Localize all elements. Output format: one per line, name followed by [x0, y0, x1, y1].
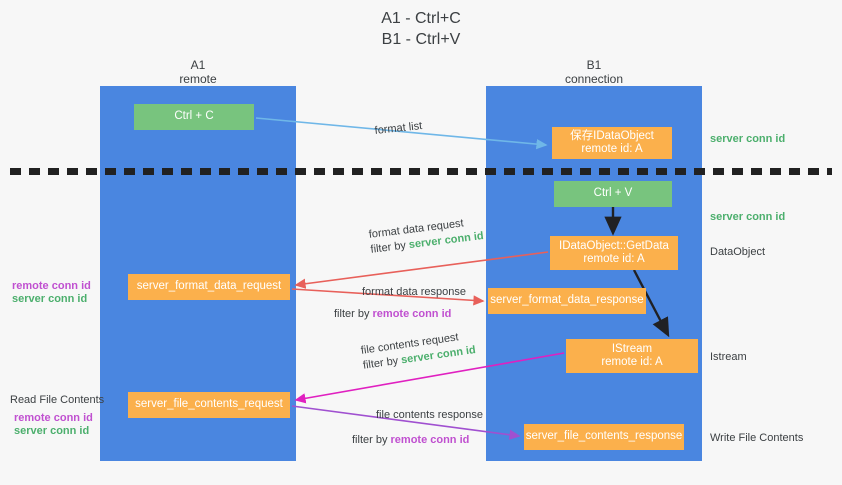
- flow-label-file-contents-response-line1: file contents response: [376, 409, 484, 421]
- arrow-file-contents-request: [294, 352, 565, 404]
- left-label-remote-conn-id-2: remote conn id: [14, 412, 93, 424]
- remote-conn-id-token: remote conn id: [390, 434, 470, 446]
- node-idataobject-getdata-label: IDataObject::GetData: [559, 239, 669, 252]
- arrow-format-list: [255, 117, 548, 150]
- arrow-format-data-request: [294, 251, 549, 289]
- arrow-file-contents-response: [291, 405, 521, 440]
- filter-by-prefix: filter by: [369, 239, 410, 256]
- node-istream-label: IStream: [611, 342, 653, 355]
- lane-header-b1: B1 connection: [494, 58, 694, 86]
- node-save-idataobject[interactable]: 保存IDataObject remote id: A: [552, 127, 672, 159]
- node-idataobject-getdata-sublabel: remote id: A: [583, 253, 645, 265]
- title-line-2: B1 - Ctrl+V: [381, 31, 461, 48]
- right-label-server-conn-id-mid: server conn id: [710, 211, 786, 223]
- arrow-getdata-istream: [632, 269, 670, 338]
- node-ctrl-c-label: Ctrl + C: [174, 110, 214, 123]
- lane-b1-role: connection: [564, 72, 624, 86]
- lane-a1-name: A1: [190, 58, 206, 72]
- filter-by-prefix: filter by: [334, 308, 373, 320]
- node-save-idataobject-sublabel: remote id: A: [581, 143, 643, 155]
- left-label-server-conn-id-2: server conn id: [14, 425, 90, 437]
- right-label-istream: Istream: [710, 351, 747, 363]
- node-server-file-contents-request-label: server_file_contents_request: [135, 398, 283, 411]
- node-ctrl-v-label: Ctrl + V: [593, 187, 633, 200]
- node-server-format-data-response[interactable]: server_format_data_response: [488, 288, 646, 314]
- filter-by-prefix: filter by: [362, 354, 403, 372]
- flow-label-file-contents-response-line2: filter by remote conn id: [352, 423, 483, 448]
- node-ctrl-c[interactable]: Ctrl + C: [134, 104, 254, 130]
- right-label-write-file-contents: Write File Contents: [710, 432, 804, 444]
- node-server-format-data-request[interactable]: server_format_data_request: [128, 274, 290, 300]
- flow-label-file-contents-response: file contents response filter by remote …: [352, 408, 483, 448]
- lane-header-a1: A1 remote: [98, 58, 298, 86]
- left-label-remote-conn-id-1: remote conn id: [12, 280, 91, 292]
- title-line-1: A1 - Ctrl+C: [381, 10, 461, 27]
- flow-label-format-data-response: format data response filter by remote co…: [334, 285, 466, 322]
- remote-conn-id-token: remote conn id: [372, 308, 452, 320]
- arrow-format-data-response: [291, 288, 485, 306]
- flow-label-format-list-text: format list: [374, 120, 423, 137]
- right-label-dataobject: DataObject: [710, 246, 766, 258]
- lane-a1-role: remote: [179, 72, 217, 86]
- flow-label-format-data-response-line2: filter by remote conn id: [334, 300, 466, 322]
- left-label-server-conn-id-1: server conn id: [12, 293, 88, 305]
- page-title: A1 - Ctrl+C B1 - Ctrl+V: [0, 8, 842, 50]
- flow-label-format-data-response-line1: format data response: [362, 286, 466, 298]
- left-label-read-file-contents: Read File Contents: [10, 394, 105, 406]
- lane-b1-name: B1: [586, 58, 602, 72]
- node-server-format-data-request-label: server_format_data_request: [136, 280, 282, 293]
- node-save-idataobject-label: 保存IDataObject: [570, 129, 654, 142]
- node-idataobject-getdata[interactable]: IDataObject::GetData remote id: A: [550, 236, 678, 270]
- filter-by-prefix: filter by: [352, 434, 391, 446]
- node-server-file-contents-response[interactable]: server_file_contents_response: [524, 424, 684, 450]
- node-ctrl-v[interactable]: Ctrl + V: [554, 181, 672, 207]
- node-istream-sublabel: remote id: A: [601, 356, 663, 368]
- phase-divider: [10, 168, 832, 175]
- node-server-file-contents-response-label: server_file_contents_response: [525, 430, 683, 443]
- right-label-server-conn-id-top: server conn id: [710, 133, 786, 145]
- node-server-format-data-response-label: server_format_data_response: [490, 294, 644, 307]
- node-server-file-contents-request[interactable]: server_file_contents_request: [128, 392, 290, 418]
- node-istream[interactable]: IStream remote id: A: [566, 339, 698, 373]
